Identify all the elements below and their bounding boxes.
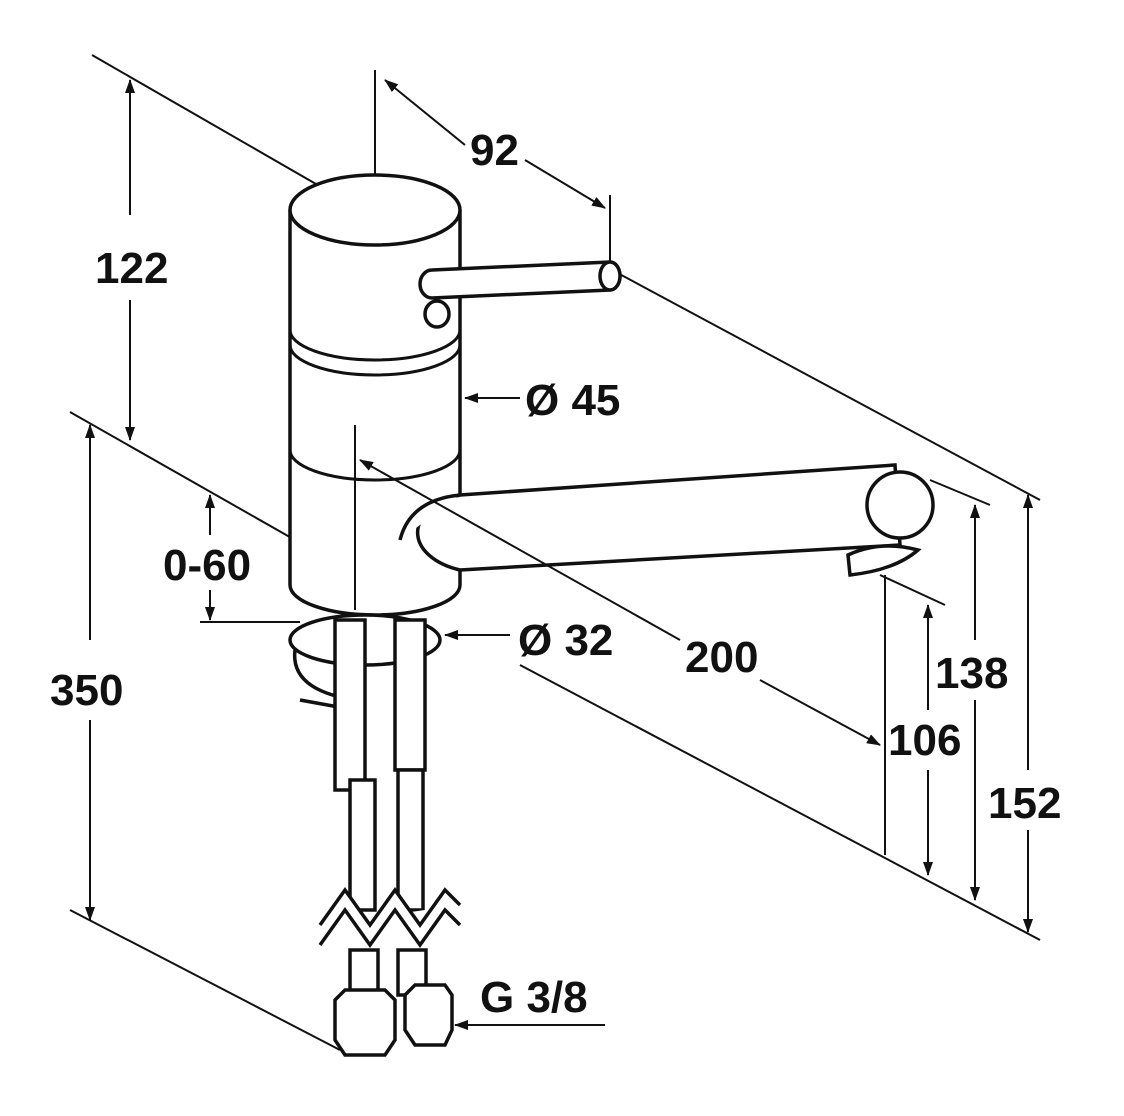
dim-152-label: 152 <box>988 779 1061 828</box>
lever-handle <box>418 260 622 329</box>
reference-lines <box>69 54 1041 1051</box>
dim-diameter-32-label: Ø 32 <box>518 616 613 665</box>
base-and-hoses <box>288 613 462 1057</box>
spout <box>398 463 935 577</box>
dimension-arrows <box>85 79 1033 1030</box>
dim-92-label: 92 <box>470 126 519 175</box>
dim-106-label: 106 <box>888 716 961 765</box>
dim-138-label: 138 <box>935 649 1008 698</box>
dim-122-label: 122 <box>95 244 168 293</box>
dim-350-label: 350 <box>50 666 123 715</box>
dim-0-60-label: 0-60 <box>163 541 251 590</box>
dim-diameter-45-label: Ø 45 <box>525 376 620 425</box>
thread-g-3-8-label: G 3/8 <box>480 973 588 1022</box>
dim-200-label: 200 <box>685 633 758 682</box>
